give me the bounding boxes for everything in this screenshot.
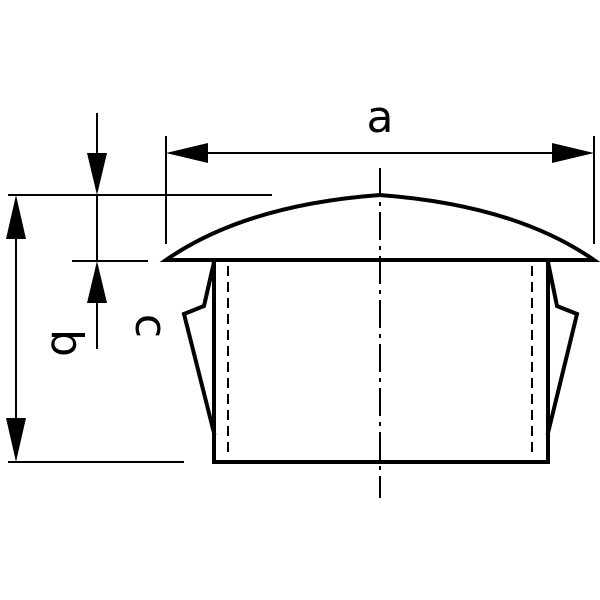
arrowhead-c-top <box>87 153 107 195</box>
left-barb <box>181 259 217 436</box>
plug-body <box>212 260 550 464</box>
arrowhead-a-left <box>166 143 208 163</box>
arrowhead-a-right <box>552 143 594 163</box>
dimension-label-c: c <box>125 314 176 338</box>
dimension-label-a: a <box>367 92 394 143</box>
arrowhead-b-top <box>6 195 26 239</box>
right-barb <box>545 259 580 436</box>
arrowhead-b-bottom <box>6 418 26 462</box>
dimension-label-b: b <box>41 329 92 357</box>
